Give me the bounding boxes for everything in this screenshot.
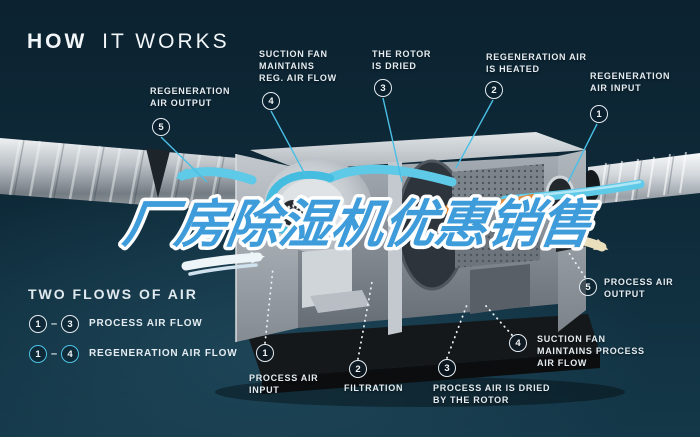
callout-marker-3-rotor-dried: 3 [374,79,392,97]
duct-notch [146,148,170,198]
regeneration-output-duct [0,138,238,212]
unit-base-front [262,352,600,394]
legend-regeneration-air-flow-label: REGENERATION AIR FLOW [89,348,238,359]
callout-process-air-output-label: PROCESS AIR OUTPUT [604,277,674,299]
callout-suction-fan-reg-label: SUCTION FAN MAINTAINS REG. AIR FLOW [259,49,337,83]
callout-regeneration-air-output-label: REGENERATION AIR OUTPUT [150,86,231,108]
fan-swirl-arrow [265,170,334,237]
unit-base [248,314,600,378]
callout-process-dried-label: PROCESS AIR IS DRIED BY THE ROTOR [433,383,551,405]
bottom-leader-lines [264,249,586,360]
callout-marker-2-regen-heated: 2 [485,81,503,99]
legend-process-air-flow-label: PROCESS AIR FLOW [89,318,203,329]
process-air-input-arrow [181,251,265,271]
title-light: IT WORKS [102,30,230,53]
heated-air-arrow [437,194,536,216]
title-bold: HOW [27,30,88,53]
callout-regen-air-heated-label: REGENERATION AIR IS HEATED [486,52,587,74]
regeneration-heater [452,164,544,268]
callout-marker-2-filtration: 2 [349,360,367,378]
callout-rotor-dried-label: THE ROTOR IS DRIED [372,49,432,71]
callout-process-air-input-label: PROCESS AIR INPUT [249,373,319,395]
callout-filtration-label: FILTRATION [344,383,404,393]
callout-marker-4-suction-fan-process: 4 [509,334,527,352]
regen-air-outflow-arrow [175,167,257,185]
callout-suction-fan-process-label: SUCTION FAN MAINTAINS PROCESS AIR FLOW [537,334,645,368]
fan-hub-icon [284,204,302,222]
legend-process-to-marker: 3 [61,315,79,333]
callout-marker-5-regen-output: 5 [152,118,170,136]
process-air-output-arrow [551,231,609,252]
callout-marker-5-process-output: 5 [579,278,597,296]
callout-marker-4-suction-fan-reg: 4 [262,92,280,110]
callout-regeneration-air-input-label: REGENERATION AIR INPUT [590,71,671,93]
callout-marker-3-process-dried: 3 [438,359,456,377]
legend-process-dash: – [51,318,58,330]
legend-regen-from-marker: 1 [29,345,47,363]
regen-air-through-rotor-arrow [325,164,457,187]
unit-top-panel [250,132,586,170]
interior-divider [388,161,402,335]
legend-regen-dash: – [51,348,58,360]
watermark-text: 厂房除湿机优惠销售 [119,195,600,255]
legend-regen-to-marker: 4 [61,345,79,363]
top-leader-lines [160,97,598,183]
callout-marker-1-regen-input: 1 [590,105,608,123]
page-title: HOW IT WORKS [27,30,230,54]
legend-title: TWO FLOWS OF AIR [28,286,198,302]
legend-process-from-marker: 1 [29,315,47,333]
callout-marker-1-process-input: 1 [256,344,274,362]
front-components [302,247,530,314]
